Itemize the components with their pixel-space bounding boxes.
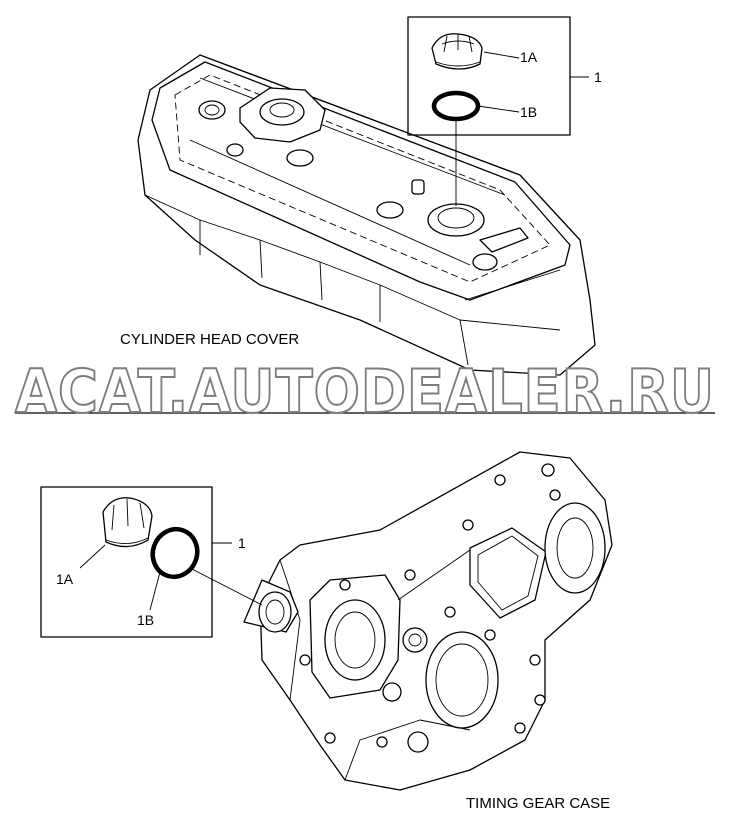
oil-filler-cap-icon [431,33,483,70]
timing-gear-case-caption: TIMING GEAR CASE [466,795,610,812]
cylinder-head-cover-illustration [137,54,596,376]
timing-gear-case-illustration [243,451,613,791]
top-callout-1b: 1B [520,104,537,120]
top-callout-1: 1 [594,69,602,85]
bottom-callout-1a: 1A [56,571,74,587]
top-callout-1a: 1A [520,49,538,65]
bottom-callout-1b: 1B [137,612,154,628]
o-ring-icon [431,90,481,122]
bottom-callout-box [40,486,213,638]
top-callout-box [407,16,571,136]
cylinder-head-cover-caption: CYLINDER HEAD COVER [120,331,299,348]
watermark: ACAT.AUTODEALER.RU [15,357,715,427]
bottom-callout-1: 1 [238,535,246,551]
oil-filler-cap-icon [102,497,153,548]
o-ring-icon [150,526,200,580]
